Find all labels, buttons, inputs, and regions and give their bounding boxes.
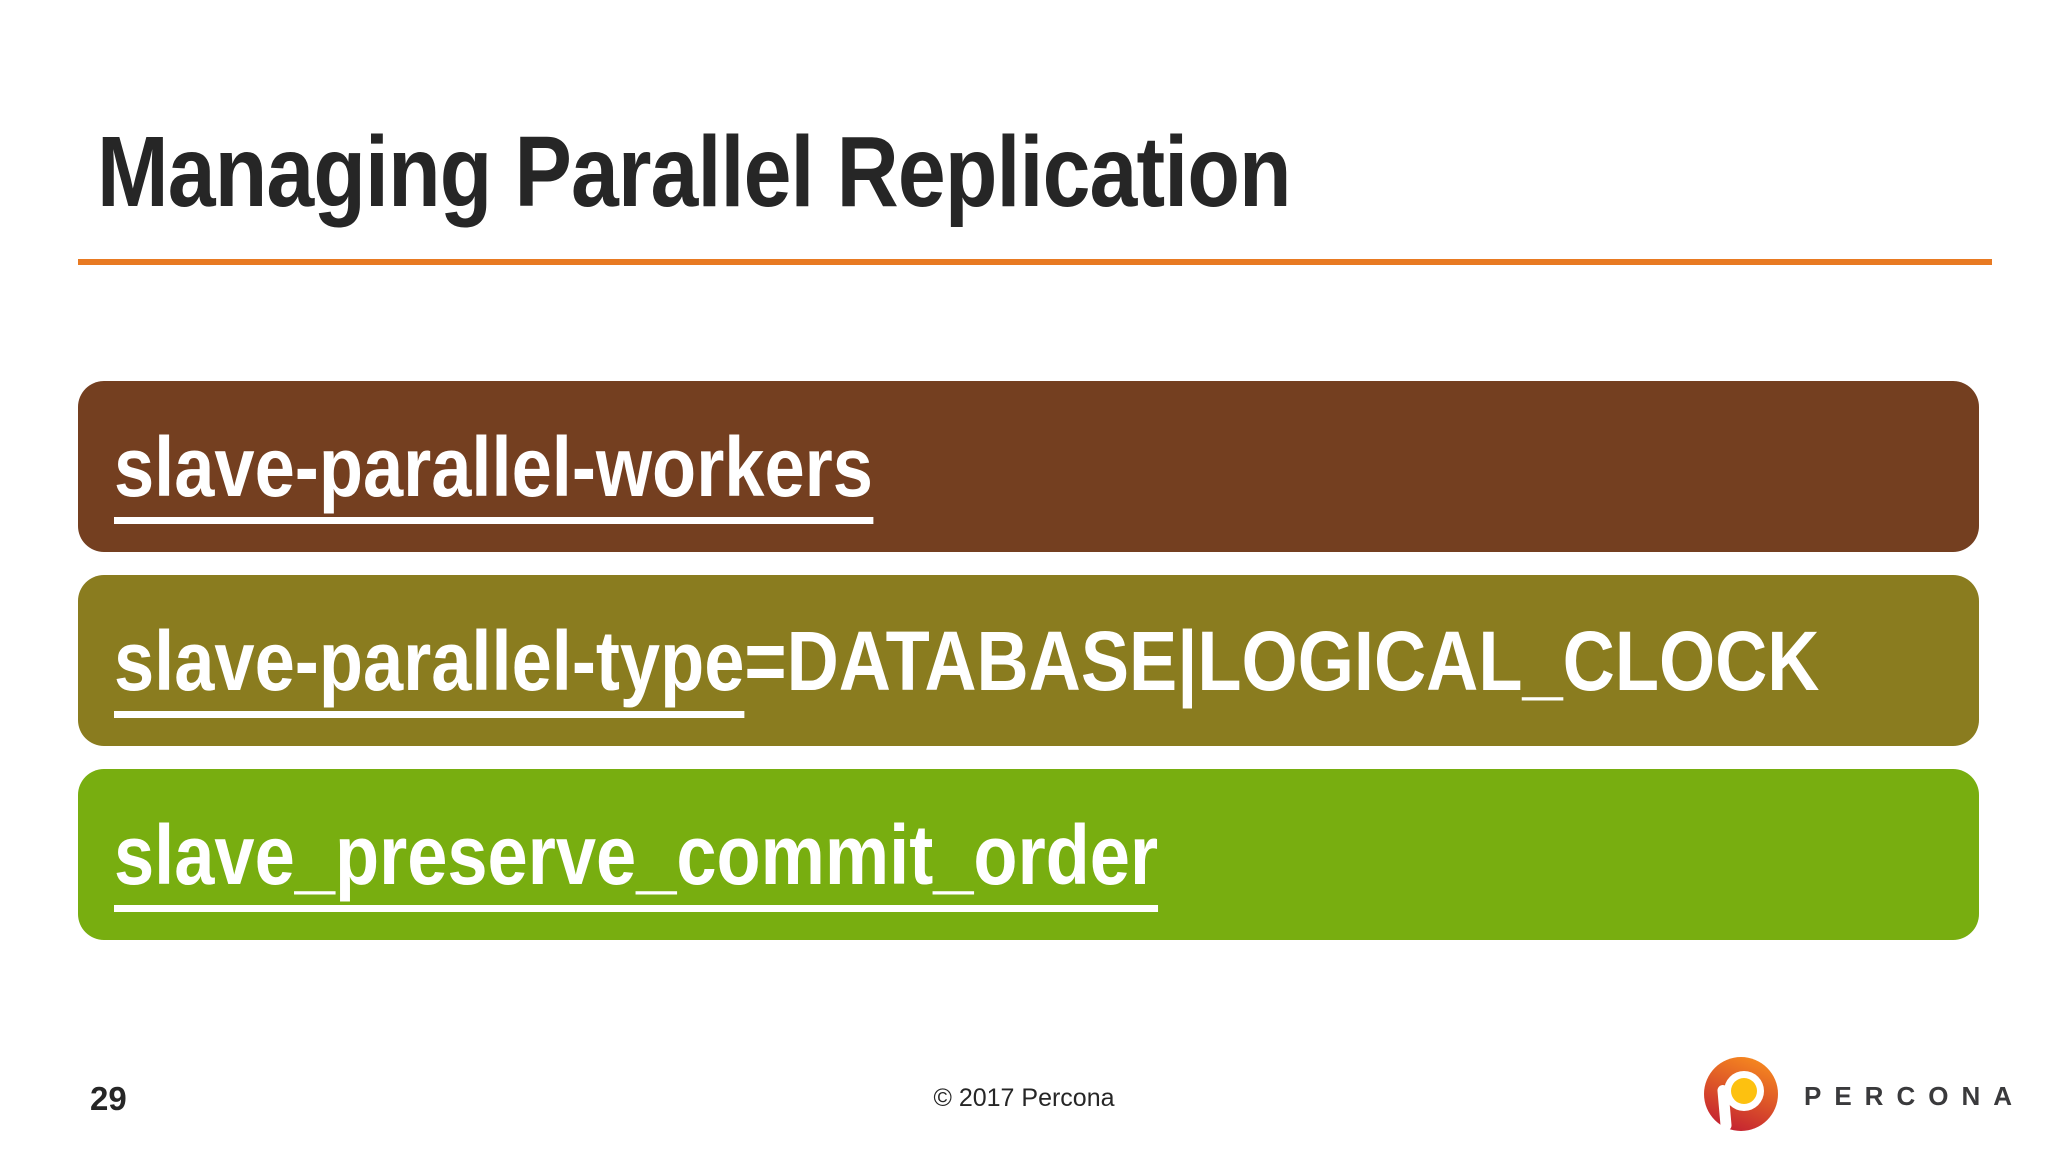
option-name-underlined: slave-parallel-type (114, 613, 745, 718)
logo-p-counter (1731, 1078, 1757, 1104)
copyright: © 2017 Percona (933, 1084, 1115, 1112)
title-divider (78, 259, 1992, 265)
bar-text-slave-parallel-type: slave-parallel-type=DATABASE|LOGICAL_CLO… (114, 613, 1819, 718)
bar-text-slave-preserve-commit-order: slave_preserve_commit_order (114, 807, 1159, 912)
bar-slave-parallel-workers: slave-parallel-workers (78, 381, 1979, 552)
percona-wordmark: PERCONA (1804, 1081, 2026, 1111)
percona-logo: PERCONA (1704, 1057, 2025, 1135)
percona-logo-icon (1704, 1057, 1778, 1131)
option-name-underlined: slave-parallel-workers (114, 419, 873, 524)
option-value: =DATABASE|LOGICAL_CLOCK (744, 613, 1820, 708)
page-number: 29 (90, 1080, 127, 1117)
option-bars: slave-parallel-workers slave-parallel-ty… (78, 381, 1979, 963)
slide-title: Managing Parallel Replication (97, 116, 1292, 228)
bar-slave-parallel-type: slave-parallel-type=DATABASE|LOGICAL_CLO… (78, 575, 1979, 746)
option-name-underlined: slave_preserve_commit_order (114, 807, 1159, 912)
bar-text-slave-parallel-workers: slave-parallel-workers (114, 419, 873, 524)
bar-slave-preserve-commit-order: slave_preserve_commit_order (78, 769, 1979, 940)
